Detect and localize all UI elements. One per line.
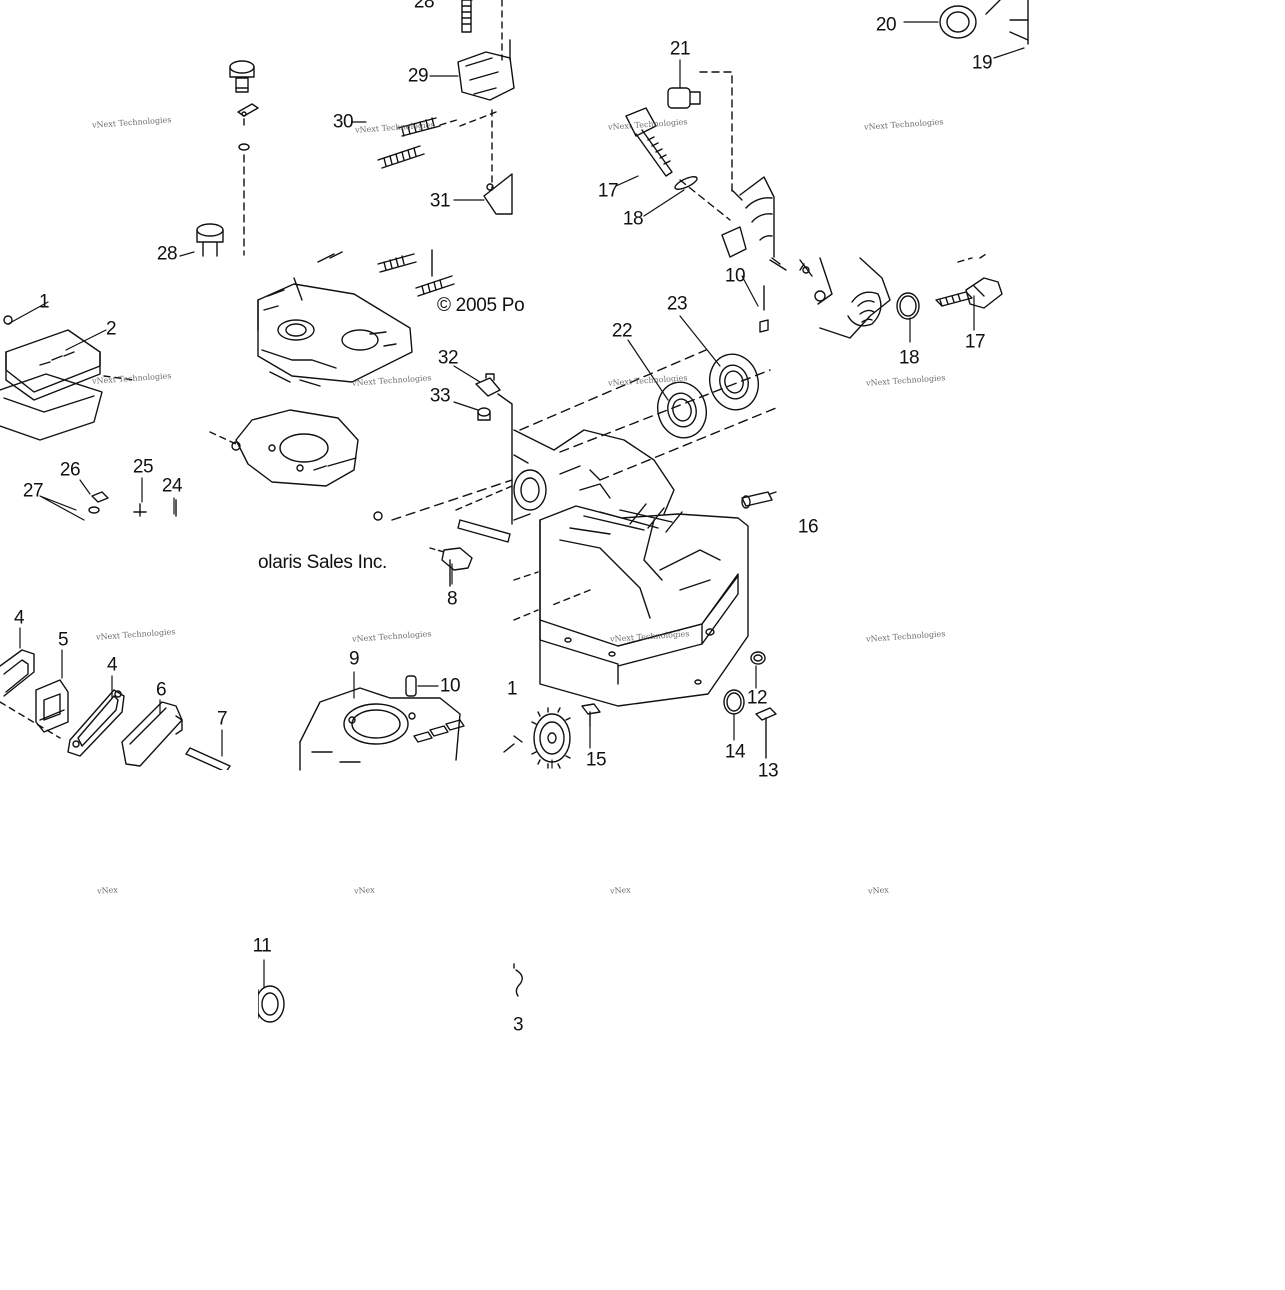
copyright-text-left: olaris Sales Inc. xyxy=(258,552,388,573)
bearing-22 xyxy=(657,381,707,439)
callout-17-right: 17 xyxy=(964,331,986,353)
cylinder-head xyxy=(257,249,455,387)
seal-11 xyxy=(255,985,285,1023)
breather-5 xyxy=(35,679,69,733)
springs-30 xyxy=(377,117,461,169)
bolt-28-lower xyxy=(196,223,224,257)
callout-26: 26 xyxy=(59,459,81,481)
callout-9: 9 xyxy=(348,648,360,670)
dipstick-17-upper xyxy=(625,107,731,221)
head-gasket xyxy=(209,409,359,487)
gasket-31 xyxy=(483,173,513,215)
callout-33: 33 xyxy=(429,385,451,407)
callout-16: 16 xyxy=(797,516,819,538)
crankcase-dashes xyxy=(391,349,777,521)
bolt-15 xyxy=(581,703,601,727)
callout-23: 23 xyxy=(666,293,688,315)
callout-15: 15 xyxy=(585,749,607,771)
dowel-10-lower xyxy=(405,675,417,697)
gear-13 xyxy=(503,707,571,769)
callout-20: 20 xyxy=(875,14,897,36)
callout-6: 6 xyxy=(155,679,167,701)
oring-18-upper xyxy=(674,176,698,190)
callout-25: 25 xyxy=(132,456,154,478)
rocker-arm-29 xyxy=(457,39,515,191)
plug-13b xyxy=(755,707,777,759)
callout-24: 24 xyxy=(161,475,183,497)
watermark-short: vNex xyxy=(96,885,119,896)
callout-7: 7 xyxy=(216,708,228,730)
watermark-short: vNex xyxy=(867,885,890,896)
callout-28: 28 xyxy=(413,0,435,13)
callout-28-lower: 28 xyxy=(156,243,178,265)
gasket-4b xyxy=(67,689,125,757)
dipstick-17-lower xyxy=(935,277,1003,309)
crankcase-cover xyxy=(721,176,813,277)
callout-32: 32 xyxy=(437,347,459,369)
stud-28 xyxy=(461,0,503,61)
callout-19: 19 xyxy=(971,52,993,74)
crankcase-lower xyxy=(513,503,749,707)
callout-4: 4 xyxy=(13,607,25,629)
callout-31: 31 xyxy=(429,190,451,212)
blank-region xyxy=(772,770,1285,1285)
washer-14 xyxy=(723,689,745,715)
part-3 xyxy=(513,963,523,997)
callout-10: 10 xyxy=(724,265,746,287)
callout-18-right: 18 xyxy=(898,347,920,369)
watermark-short: vNex xyxy=(353,885,376,896)
gasket-26-27 xyxy=(88,491,177,517)
callout-21: 21 xyxy=(669,38,691,60)
callout-27: 27 xyxy=(22,480,44,502)
callout-22: 22 xyxy=(611,320,633,342)
blank-region xyxy=(1030,256,1285,770)
gasket-4a xyxy=(0,649,35,697)
bolt-8 xyxy=(429,547,473,587)
callout-5: 5 xyxy=(57,629,69,651)
callout-18: 18 xyxy=(622,208,644,230)
callout-17: 17 xyxy=(597,180,619,202)
drain-plug-21 xyxy=(667,71,743,201)
callout-1: 1 xyxy=(38,291,50,313)
fitting-32 xyxy=(475,373,513,525)
cylinder-block-9 xyxy=(299,687,465,771)
blank-region xyxy=(1030,0,1285,256)
dowel-pin xyxy=(373,511,511,543)
bolt-16 xyxy=(741,491,777,509)
callout-4-second: 4 xyxy=(106,654,118,676)
copyright-text-right: © 2005 Po xyxy=(437,295,525,316)
callout-8: 8 xyxy=(446,588,458,610)
callout-1-partial: 1 xyxy=(506,678,518,700)
callout-11: 11 xyxy=(252,935,272,957)
callout-12: 12 xyxy=(746,687,768,709)
oil-seal-20 xyxy=(939,0,1029,45)
watermark-short: vNex xyxy=(609,885,632,896)
blank-region xyxy=(0,770,258,1285)
crankcase-cover-right xyxy=(814,253,987,339)
seal-12 xyxy=(750,651,766,665)
bolt-28-upper xyxy=(229,60,259,256)
bearing-23 xyxy=(709,353,759,411)
callout-2: 2 xyxy=(105,318,117,340)
tube-7 xyxy=(0,701,231,773)
callout-10-lower: 10 xyxy=(439,675,461,697)
leader-lines xyxy=(7,0,1025,989)
crankcase-upper xyxy=(513,429,675,521)
oring-18-lower xyxy=(896,292,920,320)
callout-30: 30 xyxy=(332,111,354,133)
valve-cover-2 xyxy=(0,315,135,441)
breather-cover-6 xyxy=(121,701,183,767)
callout-3: 3 xyxy=(512,1014,524,1036)
dowel-10-upper xyxy=(759,285,769,333)
callout-13: 13 xyxy=(757,760,779,782)
plug-33 xyxy=(477,407,491,421)
callout-14: 14 xyxy=(724,741,746,763)
callout-29: 29 xyxy=(407,65,429,87)
